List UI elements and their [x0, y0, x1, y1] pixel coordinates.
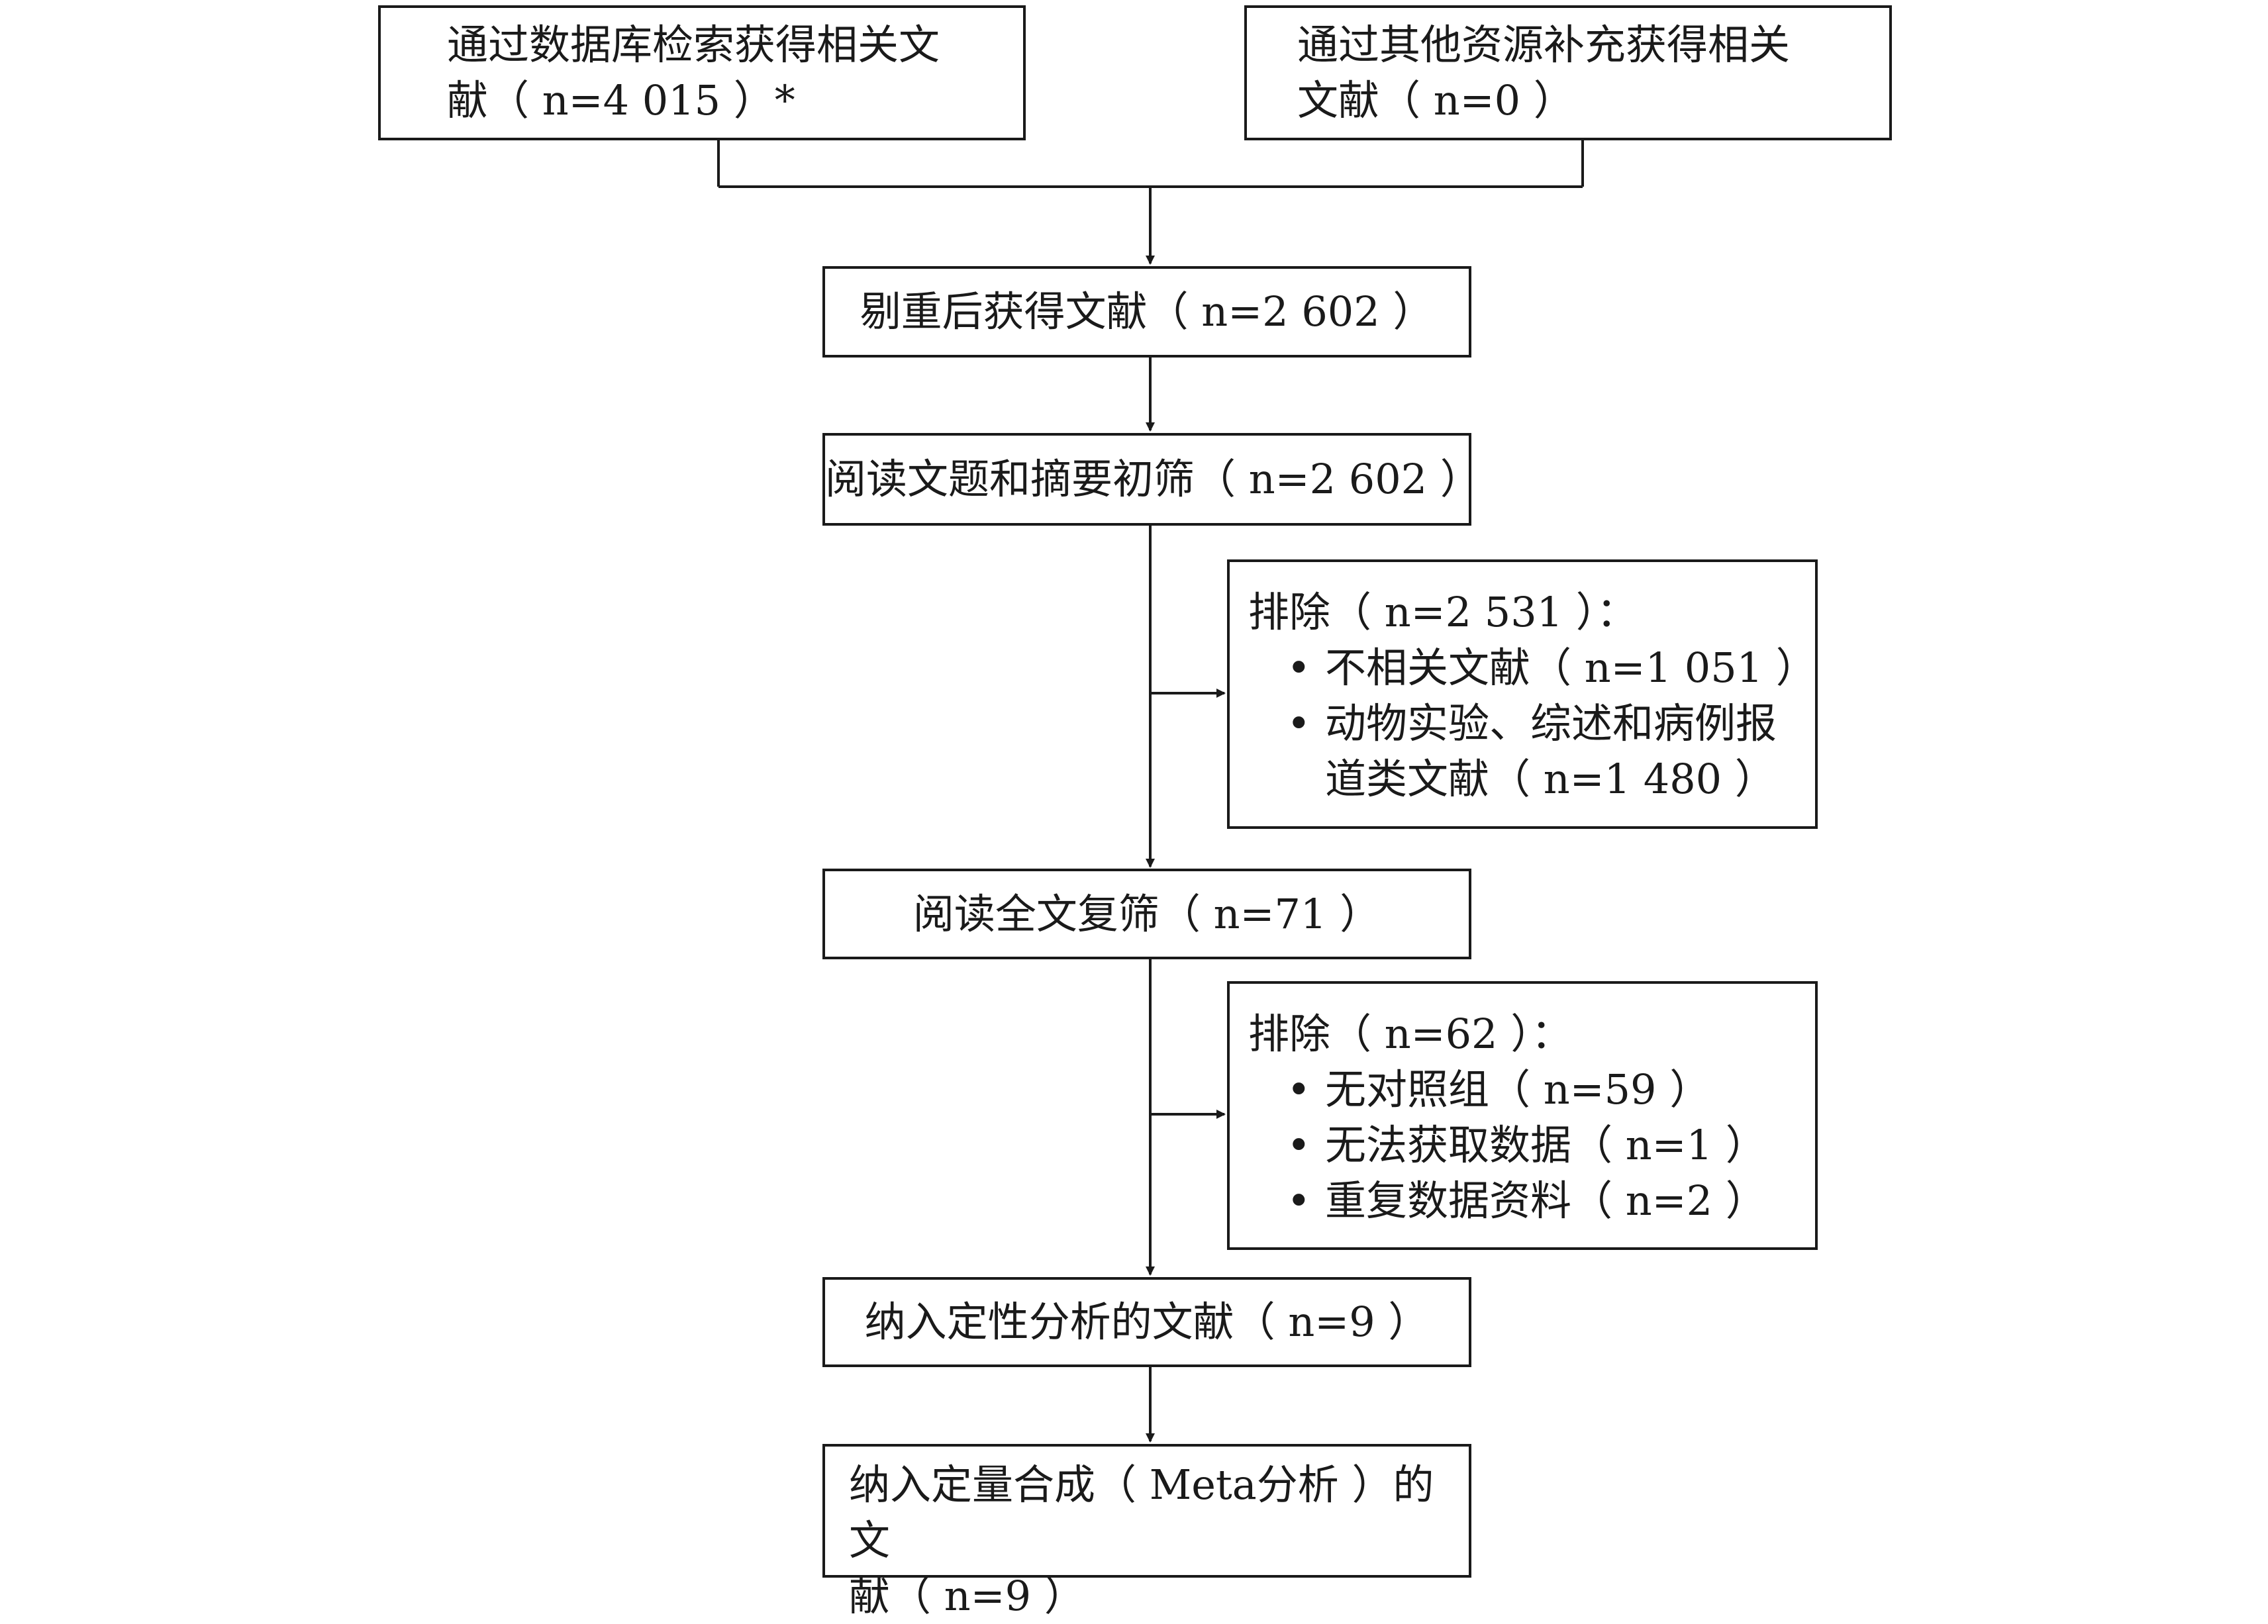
- exclusion-box-1: 排除（ n=2 531 ）： 不相关文献（ n=1 051 ） 动物实验、综述和…: [1227, 559, 1818, 829]
- database-search-box: 通过数据库检索获得相关文 献（ n=4 015 ）*: [378, 5, 1026, 140]
- qualitative-synthesis-box: 纳入定性分析的文献（ n=9 ）: [822, 1277, 1471, 1367]
- exclusion-1-item: 动物实验、综述和病例报 道类文献（ n=1 480 ）: [1248, 696, 1802, 807]
- full-text-text: 阅读全文复筛（ n=71 ）: [912, 889, 1381, 938]
- exclusion-1-header: 排除（ n=2 531 ）：: [1248, 588, 1638, 636]
- quantitative-line-2: 献（ n=9 ）: [849, 1572, 1085, 1620]
- quantitative-line-1: 纳入定量合成（ Meta分析 ）的文: [849, 1460, 1434, 1564]
- title-abstract-screen-box: 阅读文题和摘要初筛（ n=2 602 ）: [822, 433, 1481, 526]
- dedup-box: 剔重后获得文献（ n=2 602 ）: [822, 266, 1471, 358]
- exclusion-2-item-3-text: 重复数据资料（ n=2 ）: [1325, 1176, 1767, 1225]
- title-abstract-text: 阅读文题和摘要初筛（ n=2 602 ）: [825, 455, 1481, 503]
- dedup-text: 剔重后获得文献（ n=2 602 ）: [860, 287, 1434, 336]
- quantitative-synthesis-box: 纳入定量合成（ Meta分析 ）的文 献（ n=9 ）: [822, 1444, 1471, 1620]
- exclusion-1-item-2-line-2: 道类文献（ n=1 480 ）: [1325, 755, 1776, 803]
- prisma-flow-diagram: 通过数据库检索获得相关文 献（ n=4 015 ）* 通过其他资源补充获得相关 …: [0, 0, 2268, 1581]
- exclusion-2-item-1-text: 无对照组（ n=59 ）: [1325, 1065, 1711, 1114]
- full-text-screen-box: 阅读全文复筛（ n=71 ）: [822, 869, 1471, 959]
- database-search-line-2: 献（ n=4 015 ）*: [447, 76, 795, 124]
- flow-connectors: [717, 140, 1584, 1443]
- other-sources-box: 通过其他资源补充获得相关 文献（ n=0 ）: [1244, 5, 1892, 140]
- exclusion-1-item: 不相关文献（ n=1 051 ）: [1248, 640, 1817, 696]
- exclusion-1-item-2-line-1: 动物实验、综述和病例报: [1325, 699, 1777, 747]
- exclusion-box-2: 排除（ n=62 ）： 无对照组（ n=59 ） 无法获取数据（ n=1 ） 重…: [1227, 981, 1818, 1250]
- exclusion-2-item: 无法获取数据（ n=1 ）: [1248, 1118, 1802, 1173]
- exclusion-2-item: 重复数据资料（ n=2 ）: [1248, 1173, 1802, 1229]
- other-sources-line-2: 文献（ n=0 ）: [1297, 76, 1575, 124]
- exclusion-2-header: 排除（ n=62 ）：: [1248, 1010, 1573, 1058]
- exclusion-2-list: 无对照组（ n=59 ） 无法获取数据（ n=1 ） 重复数据资料（ n=2 ）: [1248, 1062, 1802, 1229]
- other-sources-line-1: 通过其他资源补充获得相关: [1297, 21, 1791, 69]
- exclusion-2-item-2-text: 无法获取数据（ n=1 ）: [1325, 1121, 1767, 1169]
- exclusion-2-item: 无对照组（ n=59 ）: [1248, 1062, 1802, 1118]
- exclusion-1-item-1-text: 不相关文献（ n=1 051 ）: [1325, 644, 1817, 692]
- qualitative-text: 纳入定性分析的文献（ n=9 ）: [864, 1298, 1430, 1346]
- exclusion-1-list: 不相关文献（ n=1 051 ） 动物实验、综述和病例报 道类文献（ n=1 4…: [1248, 640, 1817, 807]
- database-search-line-1: 通过数据库检索获得相关文: [447, 21, 940, 69]
